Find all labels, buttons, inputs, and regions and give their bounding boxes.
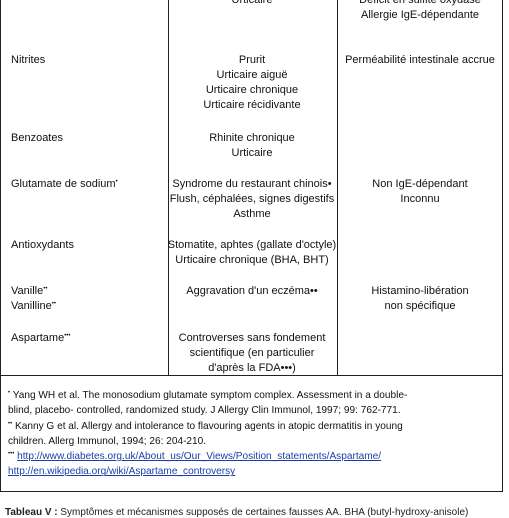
table-border-left [0, 0, 1, 492]
symptom-cell: Urticaire récidivante [203, 99, 301, 111]
additives-table [0, 0, 503, 492]
symptom-cell: Rhinite chronique [209, 132, 295, 144]
mechanism-cell: non spécifique [384, 300, 456, 312]
symptom-cell: Asthme [233, 208, 271, 220]
mechanism-cell: Déficit en sulfite oxydase [359, 0, 481, 6]
table-caption: Tableau V : Symptômes et mécanismes supp… [5, 507, 469, 518]
additive-name: Glutamate de sodium• [11, 178, 118, 190]
mechanism-cell: Perméabilité intestinale accrue [345, 54, 495, 66]
footnotes: • Yang WH et al. The monosodium glutamat… [8, 388, 504, 480]
mechanism-cell: Allergie IgE-dépendante [360, 9, 480, 21]
mechanism-cell: Inconnu [400, 193, 440, 205]
column-divider-2 [337, 0, 338, 375]
footnote-divider [0, 375, 503, 376]
additive-name: Nitrites [11, 54, 46, 66]
symptom-cell: Aggravation d'un eczéma•• [186, 285, 318, 297]
table-border-bottom [0, 491, 503, 492]
footnote-1-line: blind, placebo- controlled, randomized s… [8, 405, 401, 417]
diabetes-org-link[interactable]: http://www.diabetes.org.uk/About_us/Our_… [17, 451, 382, 463]
symptom-cell: Urticaire chronique (BHA, BHT) [175, 254, 329, 266]
additive-name: Vanilline•• [11, 300, 56, 312]
symptom-cell: Urticaire chronique [205, 84, 299, 96]
footnote-2-line: children. Allerg Immunol, 1994; 26: 204-… [8, 435, 207, 447]
footnote-3-line: http://en.wikipedia.org/wiki/Aspartame_c… [8, 464, 504, 479]
symptom-cell: Syndrome du restaurant chinois• [172, 178, 332, 190]
symptom-cell: Stomatite, aphtes (gallate d'octyle) [167, 239, 337, 251]
column-divider-1 [168, 0, 169, 375]
additive-name: Vanille•• [11, 285, 48, 297]
additive-name: Antioxydants [11, 239, 74, 251]
additive-name: Benzoates [11, 132, 63, 144]
symptom-cell: scientifique (en particulier [189, 347, 315, 359]
additive-name: Aspartame••• [11, 332, 71, 344]
table-border-right [502, 0, 503, 492]
symptom-cell: Urticaire [231, 147, 273, 159]
symptom-cell: d'après la FDA•••) [208, 362, 296, 374]
footnote-1-line: • Yang WH et al. The monosodium glutamat… [8, 390, 408, 401]
symptom-cell: Flush, céphalées, signes digestifs [169, 193, 335, 205]
mechanism-cell: Histamino-libération [371, 285, 469, 297]
footnote-3-line: ••• http://www.diabetes.org.uk/About_us/… [8, 451, 382, 463]
symptom-cell: Urticaire [231, 0, 273, 6]
symptom-cell: Urticaire aiguë [216, 69, 288, 81]
mechanism-cell: Non IgE-dépendant [372, 178, 468, 190]
footnote-2-line: •• Kanny G et al. Allergy and intoleranc… [8, 420, 403, 432]
symptom-cell: Prurit [238, 54, 266, 66]
symptom-cell: Controverses sans fondement [178, 332, 326, 344]
wikipedia-link[interactable]: http://en.wikipedia.org/wiki/Aspartame_c… [8, 466, 236, 478]
